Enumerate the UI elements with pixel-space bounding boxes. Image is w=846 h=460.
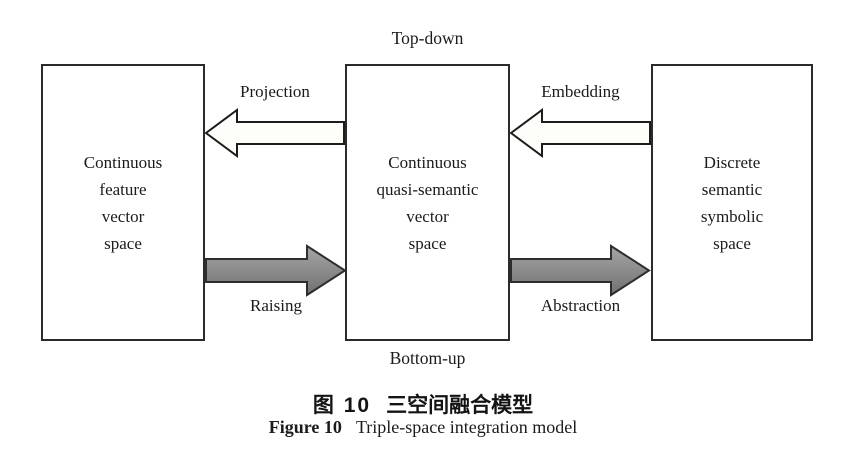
box-text-line: Continuous bbox=[388, 152, 467, 172]
top-down-label: Top-down bbox=[391, 28, 464, 48]
raising-label: Raising bbox=[250, 296, 302, 315]
box-text-line: Continuous bbox=[83, 152, 163, 172]
box-text-line: space bbox=[408, 233, 447, 253]
box-discrete-semantic-symbolic-space: Discrete semantic symbolic space bbox=[651, 64, 813, 341]
box-continuous-quasi-semantic-vector-space: Continuous quasi-semantic vector space bbox=[345, 64, 510, 341]
box-text-line: space bbox=[713, 233, 751, 253]
embedding-label: Embedding bbox=[541, 82, 620, 101]
raising-arrow bbox=[205, 244, 347, 297]
box-text: Continuous quasi-semantic vector space bbox=[377, 149, 479, 257]
caption-en-number: Figure 10 bbox=[268, 417, 342, 437]
box-text-line: symbolic bbox=[700, 206, 764, 226]
caption-zh-number: 图 10 bbox=[312, 394, 372, 417]
projection-arrow bbox=[204, 108, 345, 158]
box-text-line: Discrete bbox=[703, 152, 761, 172]
bottom-up-label: Bottom-up bbox=[389, 348, 466, 368]
box-text-line: vector bbox=[406, 206, 449, 226]
caption-english: Figure 10 Triple-space integration model bbox=[0, 417, 846, 438]
projection-label: Projection bbox=[240, 82, 310, 101]
box-text: Continuous feature vector space bbox=[84, 149, 162, 257]
box-text-line: vector bbox=[101, 206, 145, 226]
box-text-line: semantic bbox=[701, 179, 763, 199]
box-text: Discrete semantic symbolic space bbox=[701, 149, 763, 257]
abstraction-arrow-shape bbox=[510, 244, 651, 297]
caption-en-title: Triple-space integration model bbox=[355, 417, 578, 437]
embedding-arrow-shape bbox=[509, 108, 651, 158]
caption-chinese: 图 10 三空间融合模型 bbox=[0, 389, 846, 419]
box-text-line: space bbox=[104, 233, 142, 253]
caption-zh-title: 三空间融合模型 bbox=[386, 394, 534, 417]
box-text-line: quasi-semantic bbox=[376, 179, 479, 199]
raising-arrow-shape bbox=[205, 244, 347, 297]
projection-arrow-shape bbox=[204, 108, 345, 158]
abstraction-arrow bbox=[510, 244, 651, 297]
embedding-arrow bbox=[509, 108, 651, 158]
box-continuous-feature-vector-space: Continuous feature vector space bbox=[41, 64, 205, 341]
box-text-line: feature bbox=[99, 179, 147, 199]
abstraction-label: Abstraction bbox=[540, 296, 621, 315]
